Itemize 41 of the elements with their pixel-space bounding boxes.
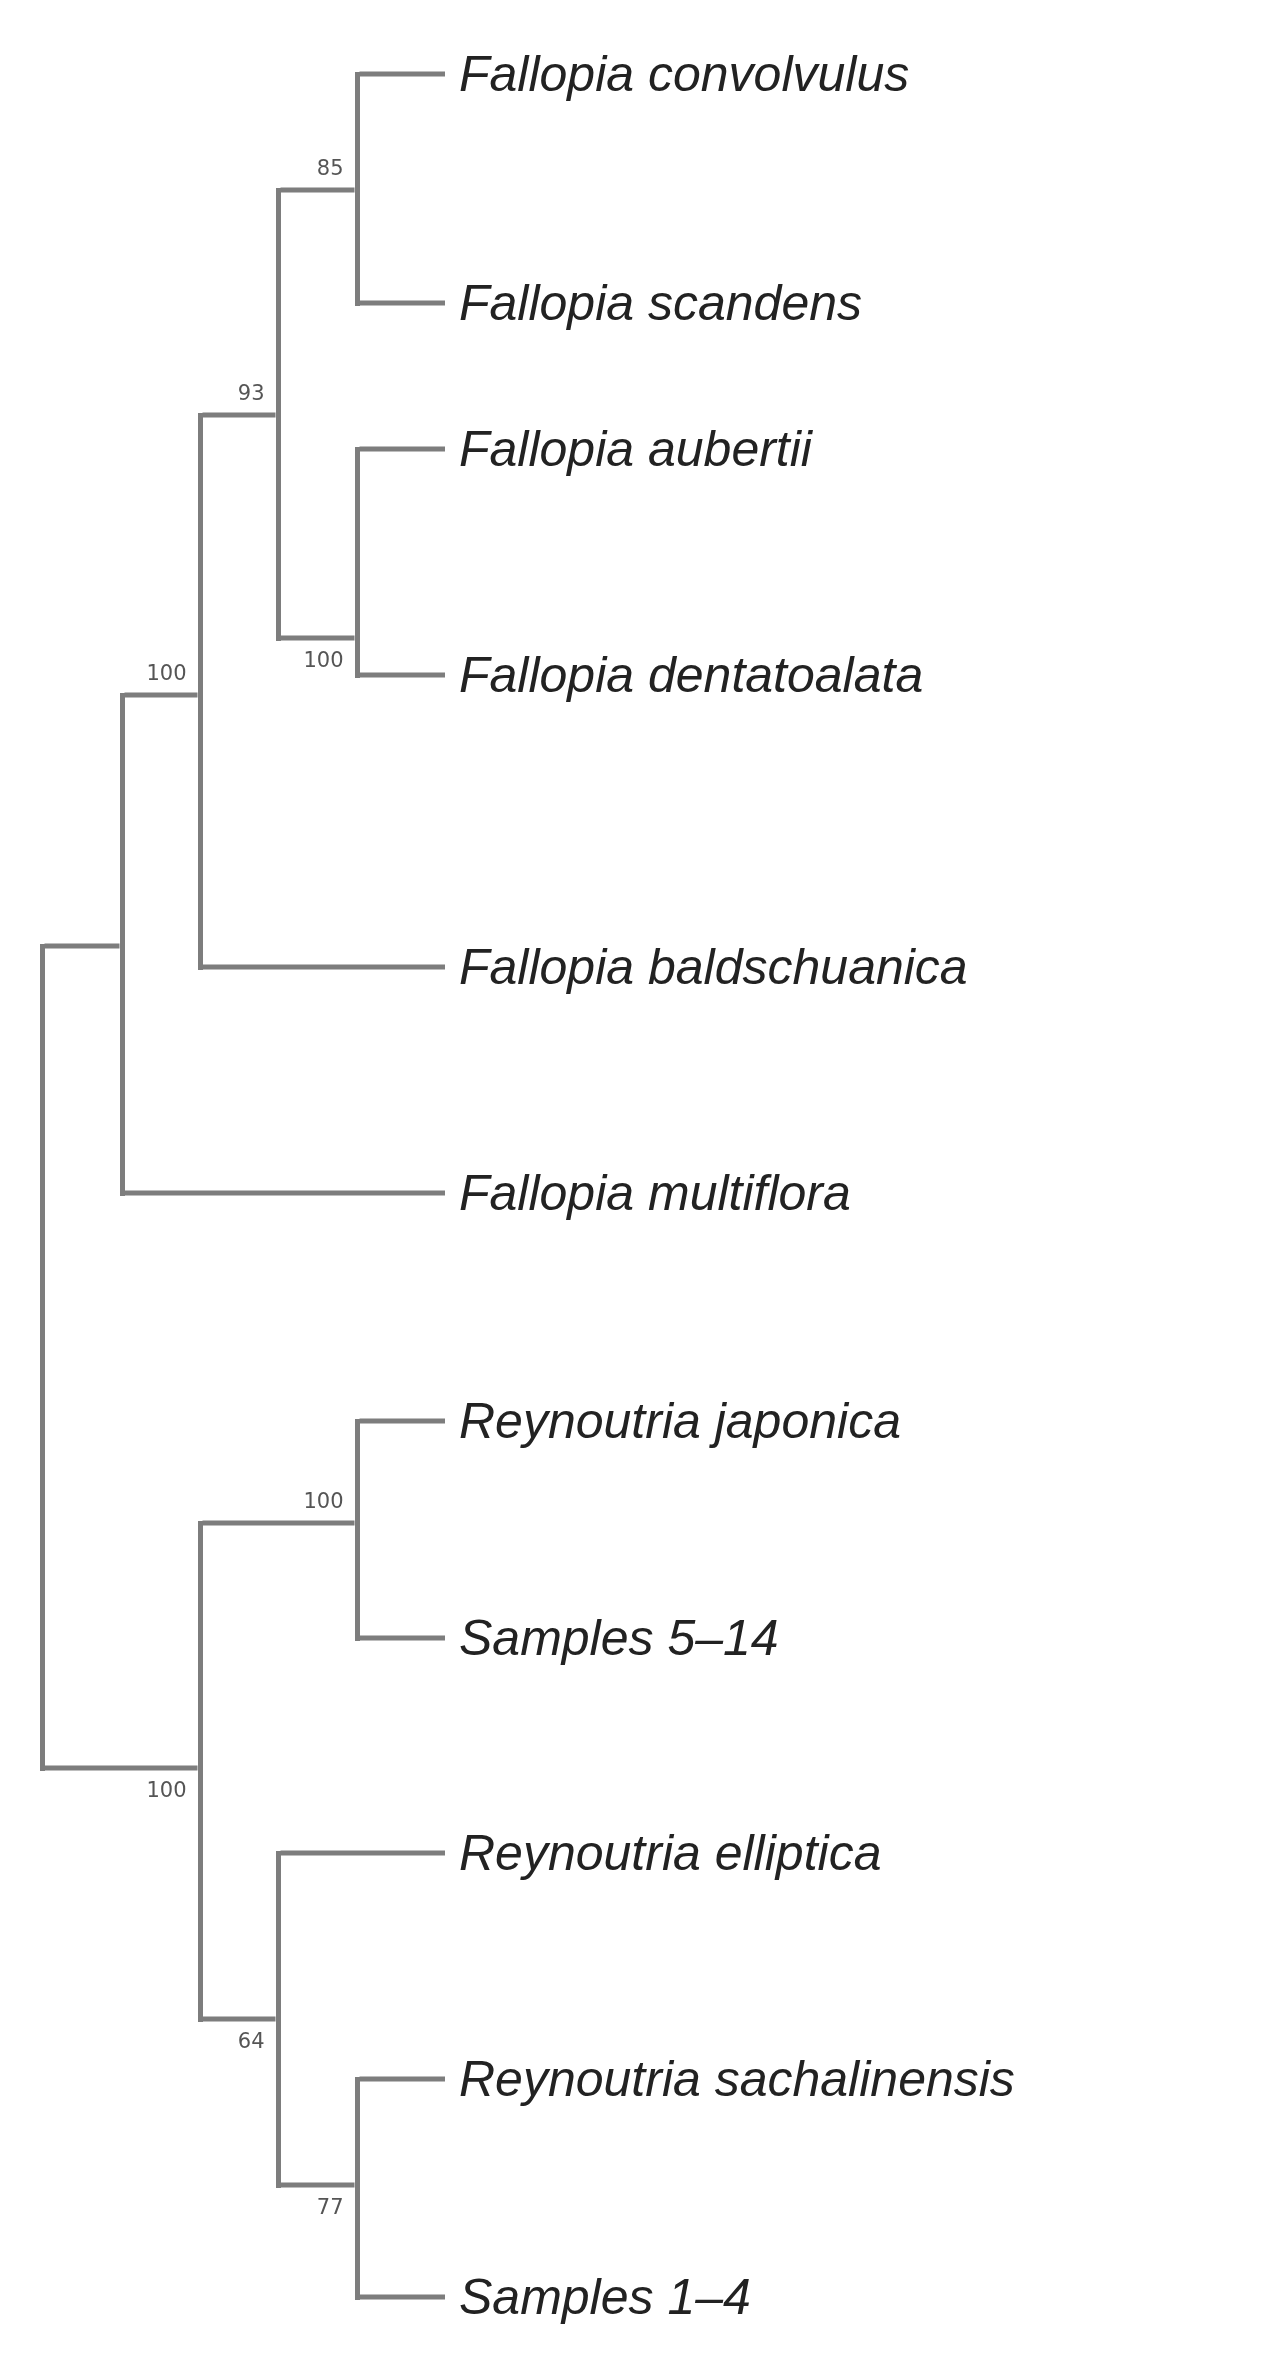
taxon-label: Samples 1–4 <box>445 2267 751 2327</box>
tree-branch <box>202 964 445 970</box>
tree-branch <box>202 412 276 418</box>
tree-branch <box>124 1190 445 1196</box>
taxon-label: Fallopia baldschuanica <box>445 937 968 997</box>
clade-bracket <box>354 2076 360 2300</box>
taxon-label: Samples 5–14 <box>445 1608 779 1668</box>
tree-branch <box>359 672 445 678</box>
taxon-label: Fallopia aubertii <box>445 419 812 479</box>
tree-branch <box>359 1635 445 1641</box>
tree-branch <box>359 2076 445 2082</box>
taxon-label: Reynoutria sachalinensis <box>445 2049 1015 2109</box>
clade-bracket <box>39 943 45 1771</box>
clade-bracket <box>354 71 360 306</box>
tree-branch <box>359 71 445 77</box>
tree-branch <box>280 2182 355 2188</box>
tree-branch <box>280 635 355 641</box>
tree-branch <box>202 2016 276 2022</box>
clade-bracket <box>275 187 281 641</box>
taxon-label: Fallopia convolvulus <box>445 44 910 104</box>
clade-bracket <box>197 412 203 970</box>
tree-branch <box>359 446 445 452</box>
tree-branch <box>359 1418 445 1424</box>
tree-branch <box>202 1520 355 1526</box>
taxon-label: Fallopia scandens <box>445 273 863 333</box>
tree-branch <box>280 187 355 193</box>
taxon-label: Reynoutria japonica <box>445 1391 901 1451</box>
tree-branch <box>124 692 198 698</box>
clade-bracket <box>354 446 360 678</box>
tree-branch <box>44 1765 198 1771</box>
tree-branch <box>44 943 120 949</box>
taxon-label: Fallopia dentatoalata <box>445 645 924 705</box>
taxon-label: Fallopia multiflora <box>445 1163 851 1223</box>
tree-branch <box>280 1850 445 1856</box>
tree-branch <box>359 300 445 306</box>
clade-bracket <box>119 692 125 1196</box>
clade-bracket <box>275 1850 281 2188</box>
clade-bracket <box>354 1418 360 1641</box>
tree-branch <box>359 2294 445 2300</box>
taxon-label: Reynoutria elliptica <box>445 1823 882 1883</box>
clade-bracket <box>197 1520 203 2022</box>
